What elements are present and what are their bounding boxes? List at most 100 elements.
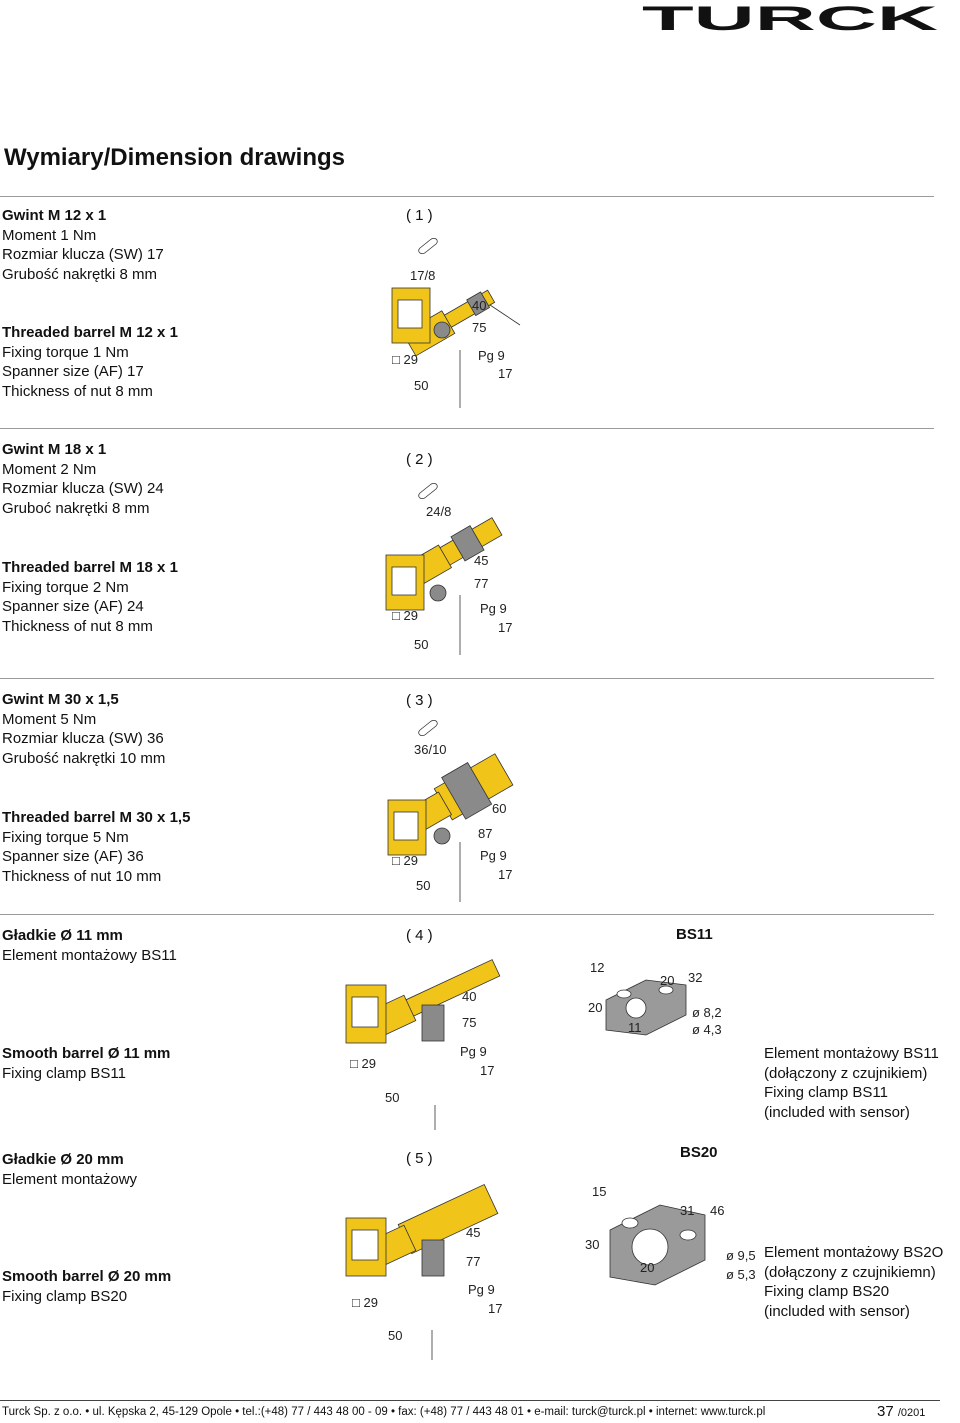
dim-pg: Pg 9 xyxy=(480,848,507,863)
dim-square: □ 29 xyxy=(350,1056,376,1071)
dim-af: 17 xyxy=(498,366,513,381)
clamp-note-line: (dołączony z czujnikiemn) xyxy=(764,1263,936,1281)
torque-spec: Fixing torque 2 Nm xyxy=(2,578,129,596)
section-3-en: Threaded barrel M 30 x 1,5 Fixing torque… xyxy=(2,808,190,886)
section-2-pl: Gwint M 18 x 1 Moment 2 Nm Rozmiar klucz… xyxy=(2,440,164,518)
dim-af: 17 xyxy=(498,620,513,635)
dim-length-a: 40 xyxy=(462,989,477,1004)
dim-length-b: 77 xyxy=(474,576,489,591)
clamp-dim: 20 xyxy=(660,973,675,988)
dim-length-b: 75 xyxy=(472,320,487,335)
section-4-pl: Gładkie Ø 11 mm Element montażowy BS11 xyxy=(2,926,177,965)
clamp-note-line: (dołączony z czujnikiem) xyxy=(764,1064,928,1082)
nut-spec: Thickness of nut 8 mm xyxy=(2,617,153,635)
clamp-note-line: Element montażowy BS2O xyxy=(764,1244,944,1261)
wrench-icon xyxy=(418,482,438,500)
figure-number: ( 4 ) xyxy=(406,927,433,944)
section-1-en: Threaded barrel M 12 x 1 Fixing torque 1… xyxy=(2,323,178,401)
clamp-note-line: Fixing clamp BS20 xyxy=(764,1283,890,1301)
sensor-drawing-4 xyxy=(345,959,501,1130)
thread-spec: Gwint M 12 x 1 xyxy=(2,207,107,224)
thread-spec: Gwint M 30 x 1,5 xyxy=(2,691,119,708)
logo-text: TURCK xyxy=(642,0,939,36)
page-number: 37 /0201 xyxy=(877,1403,925,1420)
dim-width: 50 xyxy=(388,1328,403,1343)
barrel-spec: Gładkie Ø 20 mm xyxy=(2,1151,124,1168)
clamp-hole-dim: ø 8,2 xyxy=(692,1005,722,1020)
clamp-hole-dim: ø 9,5 xyxy=(726,1248,756,1263)
nut-spec: Thickness of nut 8 mm xyxy=(2,382,153,400)
clamp-spec: Element montażowy BS11 xyxy=(2,946,177,964)
dim-pg: Pg 9 xyxy=(478,348,505,363)
dim-nut: 36/10 xyxy=(414,742,447,757)
turck-logo: TURCK xyxy=(640,0,940,36)
clamp-drawing-bs11 xyxy=(605,979,687,1036)
dim-square: □ 29 xyxy=(392,853,418,868)
figure-number: ( 3 ) xyxy=(406,692,433,709)
footer-text: Turck Sp. z o.o. • ul. Kępska 2, 45-129 … xyxy=(2,1406,766,1418)
torque-spec: Moment 5 Nm xyxy=(2,710,97,728)
page-number-suffix: /0201 xyxy=(897,1407,926,1419)
clamp-dim: 30 xyxy=(585,1237,600,1252)
section-5-pl: Gładkie Ø 20 mm Element montażowy xyxy=(2,1150,137,1189)
divider xyxy=(0,428,934,429)
dim-width: 50 xyxy=(414,637,429,652)
torque-spec: Moment 1 Nm xyxy=(2,226,97,244)
clamp-dim: 20 xyxy=(588,1000,603,1015)
dim-square: □ 29 xyxy=(392,352,418,367)
dim-square-value: 29 xyxy=(363,1295,378,1310)
clamp-note-line: Fixing clamp BS11 xyxy=(764,1084,888,1102)
page-number-value: 37 xyxy=(877,1403,894,1420)
thread-spec: Threaded barrel M 12 x 1 xyxy=(2,324,178,341)
figure-number: ( 2 ) xyxy=(406,451,433,468)
dim-width: 50 xyxy=(416,878,431,893)
clamp-name: BS20 xyxy=(680,1144,718,1161)
section-4-en: Smooth barrel Ø 11 mm Fixing clamp BS11 xyxy=(2,1044,170,1083)
spanner-spec: Spanner size (AF) 17 xyxy=(2,363,144,381)
sensor-drawing-3 xyxy=(387,719,514,902)
clamp-spec: Fixing clamp BS20 xyxy=(2,1287,128,1305)
sensor-drawing-5 xyxy=(345,1183,499,1360)
dim-length-b: 77 xyxy=(466,1254,481,1269)
clamp-spec: Element montażowy xyxy=(2,1170,138,1188)
clamp-spec: Fixing clamp BS11 xyxy=(2,1064,126,1082)
dim-width: 50 xyxy=(385,1090,400,1105)
clamp-note-line: (included with sensor) xyxy=(764,1103,910,1121)
clamp-name: BS11 xyxy=(676,926,713,943)
dim-square-value: 29 xyxy=(403,352,418,367)
dim-af: 17 xyxy=(488,1301,503,1316)
nut-spec: Gruboć nakrętki 8 mm xyxy=(2,499,150,517)
spanner-spec: Spanner size (AF) 36 xyxy=(2,848,144,866)
dim-length-a: 40 xyxy=(472,298,487,313)
dim-af: 17 xyxy=(498,867,513,882)
clamp-dim: 11 xyxy=(628,1020,642,1035)
nut-spec: Grubość nakrętki 8 mm xyxy=(2,265,158,283)
clamp-note: Element montażowy BS2O (dołączony z czuj… xyxy=(764,1243,943,1321)
nut-spec: Grubość nakrętki 10 mm xyxy=(2,749,166,767)
spanner-spec: Rozmiar klucza (SW) 36 xyxy=(2,730,164,748)
clamp-dim: 32 xyxy=(688,970,703,985)
clamp-note-line: (included with sensor) xyxy=(764,1302,910,1320)
clamp-dim: 46 xyxy=(710,1203,725,1218)
section-3-pl: Gwint M 30 x 1,5 Moment 5 Nm Rozmiar klu… xyxy=(2,690,165,768)
thread-spec: Gwint M 18 x 1 xyxy=(2,441,107,458)
dim-square-value: 29 xyxy=(403,608,418,623)
dim-pg: Pg 9 xyxy=(480,601,507,616)
dim-length-b: 75 xyxy=(462,1015,477,1030)
dim-square: □ 29 xyxy=(352,1295,378,1310)
footer-divider xyxy=(0,1400,940,1401)
spanner-spec: Rozmiar klucza (SW) 17 xyxy=(2,246,164,264)
sensor-drawing-1 xyxy=(391,237,521,408)
dim-nut: 17/8 xyxy=(410,268,436,283)
barrel-spec: Gładkie Ø 11 mm xyxy=(2,927,123,944)
divider xyxy=(0,196,934,197)
dim-square-value: 29 xyxy=(361,1056,376,1071)
dim-width: 50 xyxy=(414,378,429,393)
dim-length-a: 45 xyxy=(474,553,489,568)
clamp-note: Element montażowy BS11 (dołączony z czuj… xyxy=(764,1044,939,1122)
dim-pg: Pg 9 xyxy=(468,1282,495,1297)
wrench-icon xyxy=(418,237,438,255)
clamp-drawing-bs20 xyxy=(609,1204,706,1286)
figure-number: ( 1 ) xyxy=(406,207,433,224)
torque-spec: Fixing torque 1 Nm xyxy=(2,343,129,361)
